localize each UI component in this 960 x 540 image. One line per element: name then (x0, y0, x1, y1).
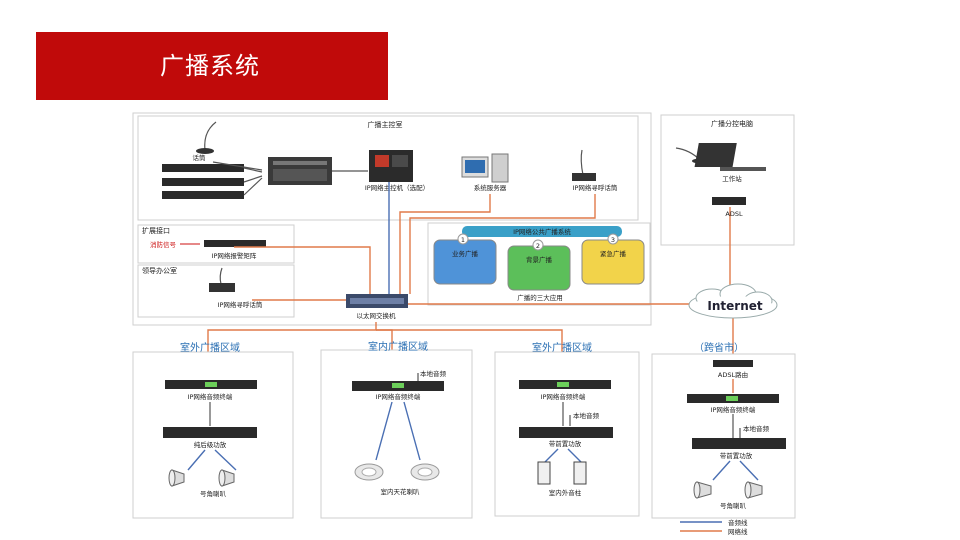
legend-audio-label: 音频线 (728, 518, 748, 527)
zone-1-amplifier (163, 427, 257, 438)
audio-source-device-2 (162, 178, 244, 186)
applications-title: IP网络公共广播系统 (513, 227, 571, 236)
expansion-title: 扩展接口 (142, 226, 170, 235)
adsl-modem (712, 197, 746, 205)
app-background-broadcast (507, 245, 571, 291)
paging-mic-icon (580, 149, 584, 176)
zone-4-title: （跨省市） (694, 341, 744, 354)
zone-4-amp-label: 带前置功放 (720, 451, 753, 460)
app-1-badge (457, 233, 469, 245)
audio-source-device-3 (162, 191, 244, 199)
zone-4-router (713, 360, 753, 367)
zone-3-speaker-label: 室内外音柱 (549, 488, 582, 497)
zone-2-title: 室内广播区域 (368, 340, 428, 353)
applications-caption: 广播的三大应用 (517, 293, 563, 302)
zone-3-title: 室外广播区域 (532, 341, 592, 354)
branch-pc-box (660, 114, 795, 246)
branch-pc-title: 广播分控电脑 (711, 119, 753, 128)
zone-2-speaker-label: 室内天花喇叭 (381, 487, 421, 496)
zone-3-amp-label: 带前置功放 (549, 439, 582, 448)
zone-1-title: 室外广播区域 (180, 341, 240, 354)
master-room-title: 广播主控室 (368, 120, 403, 129)
svg-text:2: 2 (536, 242, 540, 250)
svg-text:3: 3 (611, 236, 615, 244)
zone-1-terminal-label: IP网络音频终端 (188, 392, 233, 401)
audio-source-device-1 (162, 164, 244, 172)
app-1-label: 业务广播 (452, 249, 479, 258)
zone-4-horn-speaker-icon-2 (744, 481, 763, 499)
mixer-input-lines (212, 161, 263, 196)
zone-2-ceiling-speaker-icon-1 (354, 463, 384, 481)
zone-1-horn-speaker-icon-1 (168, 469, 185, 487)
applications-title-bar (462, 226, 622, 237)
zone-4-speaker-label: 号角喇叭 (720, 501, 747, 510)
controller-label: IP网络主控机（选配） (365, 183, 429, 192)
line-server-switch (399, 194, 491, 294)
zone-2-ceiling-speaker-icon-2 (410, 463, 440, 481)
internet-cloud-icon (688, 283, 778, 319)
zone-2-box (320, 349, 473, 519)
zone-3-terminal-label: IP网络音频终端 (541, 392, 586, 401)
mic-label: 话筒 (193, 153, 207, 162)
office-title: 领导办公室 (142, 266, 177, 275)
laptop-icon (694, 143, 737, 167)
fire-signal-label: 消防信号 (150, 240, 177, 249)
svg-text:1: 1 (461, 236, 465, 244)
switch-label: 以太网交换机 (357, 311, 397, 320)
zone-1-amp-label: 纯后级功放 (194, 440, 227, 449)
office-mic-icon (219, 267, 223, 285)
alarm-matrix-device (204, 240, 266, 247)
zone-1-speaker-label: 号角喇叭 (200, 489, 227, 498)
app-2-badge (532, 239, 544, 251)
zone-4-router-label: ADSL路由 (718, 370, 748, 379)
app-business-broadcast (433, 239, 497, 285)
title-banner: 广播系统 (36, 32, 388, 100)
app-3-badge (607, 233, 619, 245)
line-paging-switch (409, 194, 596, 294)
zone-1-horn-speaker-icon-2 (218, 469, 235, 487)
zone-3-column-speaker-icon-2 (573, 461, 587, 485)
zone-4-horn-speaker-icon-1 (693, 481, 712, 499)
adsl-label: ADSL (725, 210, 743, 218)
zone-2-terminal-label: IP网络音频终端 (376, 392, 421, 401)
app-emergency-broadcast (581, 239, 645, 285)
zone-3-column-speaker-icon-1 (537, 461, 551, 485)
line-matrix-switch (234, 246, 371, 294)
paging-label: IP网络寻呼话筒 (573, 183, 618, 192)
workstation-label: 工作站 (722, 174, 742, 183)
server-tower (491, 153, 509, 183)
zone-4-box (651, 353, 796, 519)
slide-title: 广播系统 (160, 52, 260, 80)
app-3-label: 紧急广播 (600, 249, 627, 258)
legend-network-label: 网络线 (728, 527, 748, 536)
alarm-matrix-label: IP网络报警矩阵 (212, 251, 257, 260)
internet-label: Internet (707, 299, 762, 313)
zone-3-amplifier (519, 427, 613, 438)
zone-4-terminal-label: IP网络音频终端 (711, 405, 756, 414)
microphone-icon (196, 121, 217, 154)
zone-3-local-source: 本地音频 (573, 411, 600, 420)
server-label: 系统服务器 (474, 183, 507, 192)
zone-4-amplifier (692, 438, 786, 449)
app-2-label: 背景广播 (526, 255, 553, 264)
office-mic-label: IP网络寻呼话筒 (218, 300, 263, 309)
zone-2-local-source: 本地音频 (420, 369, 447, 378)
zone-4-local-source: 本地音频 (743, 424, 770, 433)
